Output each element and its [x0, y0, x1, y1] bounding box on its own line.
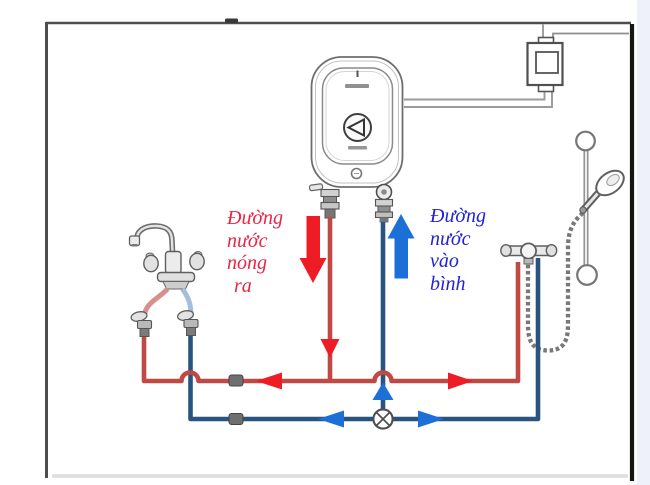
wire-to-wall: [552, 32, 629, 43]
power-cord: [404, 92, 546, 101]
hot-flow-right-arrow-icon: [448, 372, 473, 390]
hot-water-label-line: ra: [234, 274, 252, 297]
main-shutoff-valve: [372, 408, 394, 430]
wall-mark: [225, 18, 238, 23]
fitting-part: [381, 189, 387, 195]
spout-outlet: [131, 244, 138, 247]
hot-water-pipe: [141, 262, 521, 384]
valve-body: [136, 319, 153, 330]
valve-nut: [139, 328, 150, 337]
power-cord: [404, 92, 553, 108]
room-outline: [45, 0, 650, 485]
shower-mixer: [500, 242, 558, 265]
rail-top-ring: [575, 130, 596, 152]
fitting-part: [323, 196, 337, 203]
mixer-center: [520, 242, 538, 260]
shower-handle-highlight: [582, 190, 601, 211]
cold-flow-left-arrow-icon: [318, 410, 344, 428]
shower-hose: [525, 211, 585, 353]
hand-shower: [579, 169, 625, 214]
hose-nut: [579, 206, 587, 214]
faucet-body: [164, 250, 182, 275]
cold-water-label: Đường nước vào bình: [430, 205, 486, 295]
mixer-stem: [523, 258, 534, 265]
valve-nut: [186, 327, 196, 336]
faucet-handle-cold: [189, 252, 205, 271]
rail-bottom-ring: [576, 264, 598, 286]
cold-water-label-line: Đường: [430, 205, 487, 227]
cold-flow-up-arrow-icon: [372, 382, 394, 400]
cold-water-label-line: bình: [430, 272, 466, 295]
arrow-head: [299, 258, 327, 283]
pipe-union-cold: [228, 413, 244, 425]
fitting-part: [324, 208, 336, 219]
fitting-part: [374, 198, 394, 207]
arrow-head: [387, 214, 415, 239]
cold-flow-right-arrow-icon: [418, 410, 444, 428]
power-switch-box: [526, 36, 564, 93]
electric-water-heater: [308, 56, 404, 223]
mixer-knob: [500, 243, 512, 257]
faucet-shutoff-valve-cold: [176, 310, 199, 336]
fitting-part: [320, 188, 340, 198]
hot-water-label-line: nước: [227, 229, 268, 252]
fitting-part: [320, 201, 340, 210]
fitting-part: [379, 217, 389, 223]
hot-water-label-line: Đường: [227, 207, 284, 229]
hot-out-arrow-icon: [299, 216, 327, 283]
cold-water-label-line: nước: [430, 227, 471, 250]
electrical-wiring: [404, 24, 629, 108]
hot-flow-left-arrow-icon: [256, 372, 282, 390]
arrow-shaft: [306, 216, 320, 259]
heater-logo-glyph: [346, 117, 365, 138]
faucet-skirt: [162, 281, 190, 290]
faucet-shutoff-valve-hot: [130, 311, 153, 337]
shower-head-face: [606, 173, 620, 187]
box-button: [535, 51, 559, 74]
model-text-mark: [345, 84, 369, 88]
cold-water-pipe: [188, 258, 541, 422]
arrow-shaft: [394, 238, 408, 279]
faucet-handle-hot: [143, 254, 159, 273]
hot-water-label: Đường nước nóng ra: [227, 207, 283, 297]
hot-flow-down-arrow-icon: [320, 339, 340, 358]
right-margin: [637, 0, 650, 485]
faucet-spout-highlight: [135, 224, 175, 263]
pressure-relief-lever: [308, 183, 324, 192]
valve-body: [183, 318, 199, 329]
cold-water-label-line: vào: [430, 250, 459, 272]
fitting-part: [377, 205, 391, 213]
sink-faucet: [128, 223, 205, 337]
faucet-base: [156, 271, 196, 283]
hot-water-label-line: nóng: [227, 252, 267, 274]
supply-hose-hot: [142, 287, 170, 316]
fitting-part: [374, 211, 394, 219]
cold-in-arrow-icon: [387, 214, 415, 279]
brand-text-mark: [348, 146, 367, 150]
heater-body-inner-line: [315, 60, 399, 184]
mixer-knob: [545, 243, 558, 257]
valve-cross: [375, 411, 391, 427]
hot-outlet-fitting: [320, 188, 340, 219]
pipe-union-hot: [228, 374, 244, 387]
cold-inlet-fitting: [374, 183, 394, 223]
